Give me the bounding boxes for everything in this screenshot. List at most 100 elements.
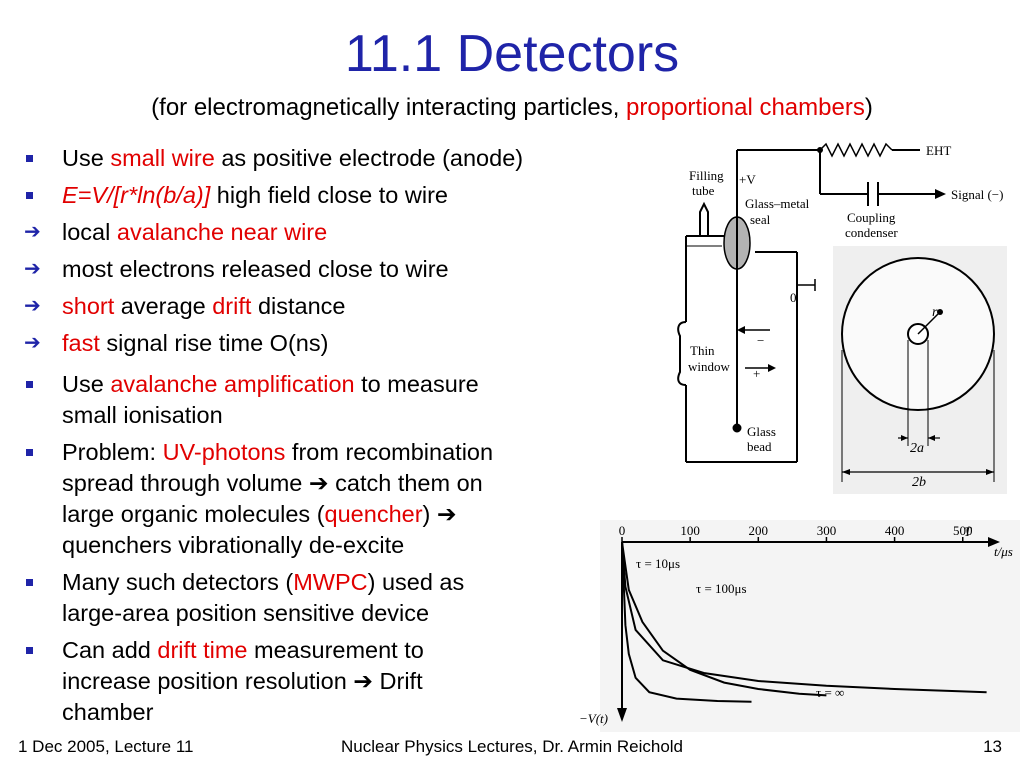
bullet-item: E=V/[r*ln(b/a)] high field close to wire xyxy=(22,180,622,211)
arrow-item: ➔ local avalanche near wire xyxy=(22,217,622,248)
square-bullet-icon xyxy=(26,192,33,199)
x-unit-label: t/μs xyxy=(994,544,1013,559)
arrow-item: ➔ short average drift distance xyxy=(22,291,622,322)
text: local xyxy=(62,219,117,245)
text: to measure xyxy=(354,371,479,397)
arrow-right-icon: ➔ xyxy=(24,221,41,243)
v-plus-label: +V xyxy=(739,172,756,187)
slide-subtitle: (for electromagnetically interacting par… xyxy=(0,94,1024,123)
subtitle-prefix: (for electromagnetically interacting par… xyxy=(151,94,627,121)
arrow-right-icon: ➔ xyxy=(24,295,41,317)
text: Problem: xyxy=(62,439,163,465)
text: measurement to xyxy=(247,637,424,663)
plus-label: + xyxy=(753,366,760,381)
subtitle-suffix: ) xyxy=(864,94,873,121)
square-bullet-icon xyxy=(26,647,33,654)
slide-title: 11.1 Detectors xyxy=(344,25,680,83)
tau2-label: τ = 100μs xyxy=(696,581,747,596)
text: large organic molecules ( xyxy=(62,501,325,527)
text: Can add xyxy=(62,637,158,663)
bullet-item: Many such detectors (MWPC) used as large… xyxy=(22,567,622,629)
seal-label: Glass–metal xyxy=(745,196,810,211)
line: chamber xyxy=(62,699,154,725)
bullet-item: Use small wire as positive electrode (an… xyxy=(22,143,622,174)
square-bullet-icon xyxy=(26,381,33,388)
y-axis-arrowhead xyxy=(617,708,627,722)
line: Many such detectors (MWPC) used as xyxy=(62,567,622,598)
t-axis-label: T xyxy=(964,524,972,539)
x-axis-arrowhead xyxy=(988,537,1000,547)
text: distance xyxy=(251,293,346,319)
text: as positive electrode (anode) xyxy=(214,145,524,171)
line: increase position resolution ➔ Drift xyxy=(62,668,423,694)
pulse-curve-1 xyxy=(621,541,752,703)
arrow-item: ➔ most electrons released close to wire xyxy=(22,254,622,285)
highlight: UV-photons xyxy=(162,439,286,465)
bullet-item: Use avalanche amplification to measure s… xyxy=(22,369,622,431)
glass-bead-label: Glass xyxy=(747,424,776,439)
highlight: drift time xyxy=(157,637,248,663)
filling-tube-label: tube xyxy=(692,183,715,198)
thin-window-label: Thin xyxy=(690,343,715,358)
minus-label: − xyxy=(757,333,764,348)
text: Many such detectors ( xyxy=(62,569,294,595)
ground-label: 0 xyxy=(790,290,797,305)
line: Problem: UV-photons from recombination xyxy=(62,437,622,468)
line: small ionisation xyxy=(62,402,223,428)
seal-label: seal xyxy=(750,212,771,227)
glass-bead-label: bead xyxy=(747,439,772,454)
diameter-b-label: 2b xyxy=(912,475,926,490)
square-bullet-icon xyxy=(26,579,33,586)
square-bullet-icon xyxy=(26,155,33,162)
highlight: small wire xyxy=(110,145,215,171)
footer-course: Nuclear Physics Lectures, Dr. Armin Reic… xyxy=(340,737,684,756)
square-bullet-icon xyxy=(26,449,33,456)
text: Use xyxy=(62,371,111,397)
bullet-item: Problem: UV-photons from recombination s… xyxy=(22,437,622,561)
text: ) ➔ xyxy=(422,501,457,527)
tau1-label: τ = 10μs xyxy=(636,556,680,571)
arrow-item: ➔ fast signal rise time O(ns) xyxy=(22,328,622,359)
chamber-diagram: EHT +V Filling tube Glass–metal seal Sig… xyxy=(677,142,1007,494)
page-number: 13 xyxy=(983,737,1002,756)
text: from recombination xyxy=(285,439,494,465)
tau3-label: τ = ∞ xyxy=(816,685,844,700)
highlight: avalanche near wire xyxy=(116,219,328,245)
coupling-label: Coupling xyxy=(847,210,896,225)
line: Can add drift time measurement to xyxy=(62,635,622,666)
text: average xyxy=(114,293,213,319)
line: large organic molecules (quencher) ➔ xyxy=(62,499,622,530)
subtitle-highlight: proportional chambers xyxy=(626,94,865,121)
text: Use xyxy=(62,145,111,171)
text: most electrons released close to wire xyxy=(62,256,449,282)
pulse-curve-2 xyxy=(621,541,827,697)
arrow-right-icon: ➔ xyxy=(24,332,41,354)
plot-background xyxy=(600,520,1020,732)
diameter-a-label: 2a xyxy=(910,441,924,456)
signal-label: Signal (−) xyxy=(951,187,1003,202)
formula: E=V/[r*ln(b/a)] xyxy=(62,182,211,208)
eht-label: EHT xyxy=(926,143,951,158)
highlight: short xyxy=(62,293,115,319)
bullet-item: Can add drift time measurement to increa… xyxy=(22,635,622,728)
thin-window-label: window xyxy=(688,359,731,374)
filling-tube-label: Filling xyxy=(689,168,724,183)
text: signal rise time O(ns) xyxy=(99,330,329,356)
highlight: MWPC xyxy=(293,569,368,595)
footer-date: 1 Dec 2005, Lecture 11 xyxy=(18,737,194,756)
highlight: avalanche amplification xyxy=(110,371,355,397)
pulse-curve-3 xyxy=(621,541,987,694)
bullet-list: Use small wire as positive electrode (an… xyxy=(22,143,622,728)
x-tick-label: 0 xyxy=(619,523,626,538)
x-tick-label: 300 xyxy=(817,523,837,538)
radius-label: r xyxy=(932,305,938,320)
coupling-label: condenser xyxy=(845,225,898,240)
arrow-right-icon: ➔ xyxy=(24,258,41,280)
y-axis-label: −V(t) xyxy=(579,711,608,726)
highlight: drift xyxy=(212,293,252,319)
x-tick-label: 500 xyxy=(953,523,973,538)
highlight: quencher xyxy=(324,501,423,527)
line: spread through volume ➔ catch them on xyxy=(62,470,483,496)
text: ) used as xyxy=(367,569,465,595)
